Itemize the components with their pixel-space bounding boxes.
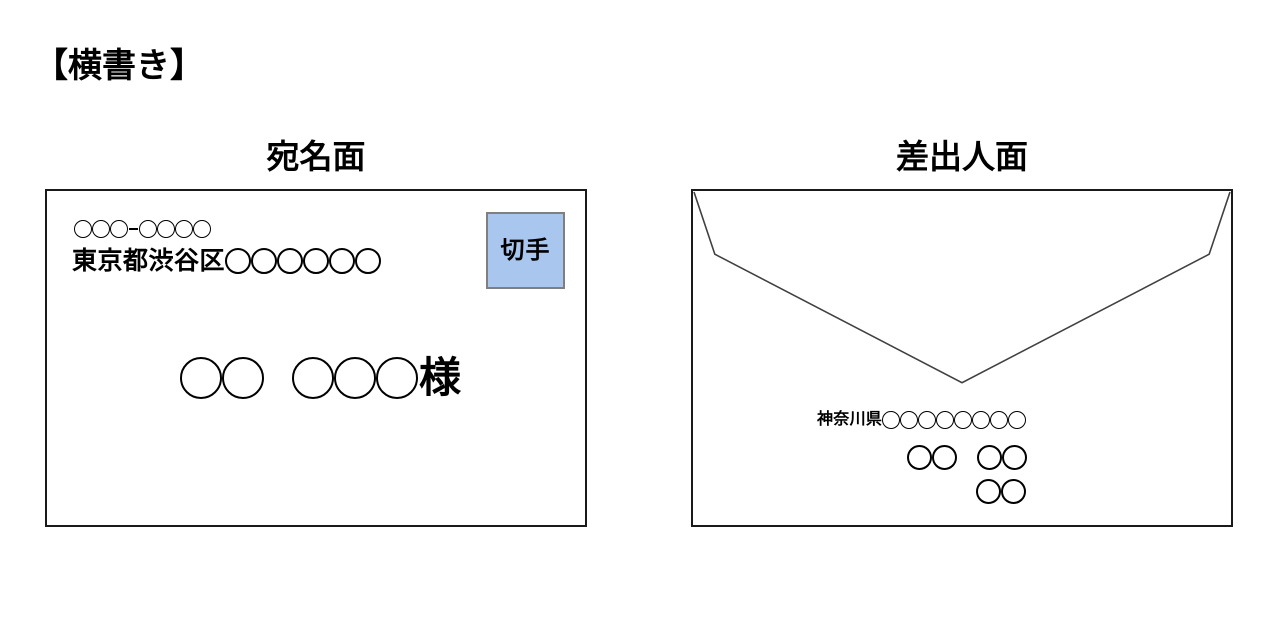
sender-name-circle: [932, 445, 957, 470]
address-circle: [329, 248, 356, 274]
address-circle: [355, 248, 382, 274]
sender-name-circle: [976, 479, 1001, 504]
recipient-name-circle: [180, 357, 222, 399]
postal-circle: [74, 220, 92, 238]
recipient-name-circle: [222, 357, 264, 399]
postal-circle: [139, 220, 157, 238]
sender-name-circle: [907, 445, 932, 470]
sender-address-circle: [990, 411, 1009, 429]
sender-name-row: [976, 479, 1026, 504]
sender-address-row: 神奈川県: [817, 411, 1027, 429]
recipient-address-prefix: 東京都渋谷区: [72, 246, 226, 275]
sender-address-circle: [972, 411, 991, 429]
sender-name-circle: [1002, 445, 1027, 470]
sender-name-circle: [977, 445, 1002, 470]
address-circle: [225, 248, 252, 274]
page-title: 【横書き】: [34, 47, 204, 85]
stamp-box: 切手: [486, 212, 565, 289]
sender-address-circle: [936, 411, 955, 429]
sender-address-circle: [918, 411, 937, 429]
postal-circle: [175, 220, 193, 238]
postal-circle: [157, 220, 175, 238]
postal-circle: [92, 220, 110, 238]
sender-address-circle: [1008, 411, 1027, 429]
panel-heading-sender-side: 差出人面: [896, 138, 1028, 175]
envelope-sender-side: 神奈川県: [691, 189, 1233, 527]
envelope-flap-icon: [693, 191, 1231, 525]
sender-address-prefix: 神奈川県: [817, 411, 883, 428]
recipient-name-row: 様: [180, 357, 461, 399]
recipient-name-circle: [334, 357, 376, 399]
sender-address-circle: [900, 411, 919, 429]
sender-address-circle: [954, 411, 973, 429]
envelope-address-side: 東京都渋谷区 切手 様: [45, 189, 587, 527]
postal-circle: [110, 220, 128, 238]
sender-name-circle: [1001, 479, 1026, 504]
recipient-name-circle: [376, 357, 418, 399]
address-circle: [303, 248, 330, 274]
sender-address-circle: [882, 411, 901, 429]
recipient-name-circle: [292, 357, 334, 399]
postal-code-row: [74, 220, 211, 238]
postal-separator-icon: [129, 227, 138, 231]
address-circle: [277, 248, 304, 274]
stamp-label: 切手: [500, 236, 551, 264]
sender-name-row: [907, 445, 1027, 470]
recipient-honorific: 様: [419, 354, 462, 401]
address-circle: [251, 248, 278, 274]
recipient-address-row: 東京都渋谷区: [72, 246, 382, 275]
postal-circle: [193, 220, 211, 238]
panel-heading-address-side: 宛名面: [266, 138, 366, 175]
